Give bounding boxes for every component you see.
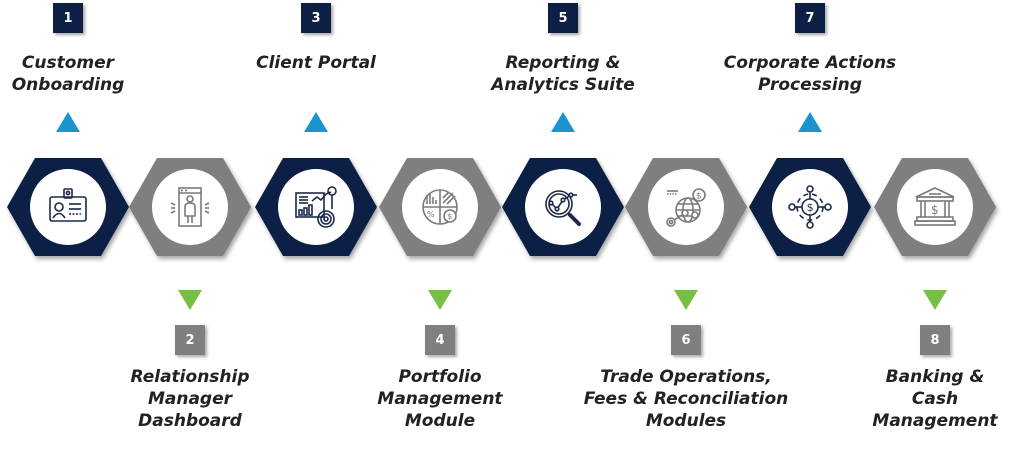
icon-circle <box>152 169 228 245</box>
globe-dollar-network-icon: $ <box>666 188 706 227</box>
step-label: Relationship Manager Dashboard <box>70 366 310 432</box>
down-arrow-icon <box>674 290 698 310</box>
step-number-badge: 1 <box>53 3 83 33</box>
step-label: Trade Operations, Fees & Reconciliation … <box>566 366 806 432</box>
step-7: 7 Corporate Actions Processing $ <box>724 0 896 457</box>
id-badge-icon <box>49 188 87 222</box>
dollar-network-people-icon: $ <box>788 185 832 229</box>
step-label-line: Trade Operations, <box>600 367 772 387</box>
svg-text:%: % <box>427 210 435 219</box>
svg-text:$: $ <box>807 201 814 214</box>
svg-text:$: $ <box>931 203 939 217</box>
up-arrow-icon <box>304 112 328 132</box>
hexagon-navy <box>502 158 624 256</box>
security-scanner-person-icon <box>170 187 210 227</box>
step-label: Corporate Actions Processing <box>690 52 930 96</box>
step-label-line: Processing <box>758 75 862 95</box>
step-number-badge: 6 <box>671 325 701 355</box>
step-label: Banking & Cash Management <box>815 366 1024 432</box>
step-1: 1 Customer Onboarding <box>7 0 129 457</box>
svg-text:$: $ <box>447 212 452 221</box>
step-label-line: Dashboard <box>138 411 242 431</box>
step-label: Client Portal <box>196 52 436 74</box>
step-label-line: Customer <box>21 53 115 73</box>
step-label-line: Manager <box>147 389 233 409</box>
step-label-line: Analytics Suite <box>491 75 635 95</box>
step-label: Customer Onboarding <box>0 52 188 96</box>
icon-circle <box>30 169 106 245</box>
step-number-badge: 2 <box>175 325 205 355</box>
step-label: Reporting & Analytics Suite <box>443 52 683 96</box>
down-arrow-icon <box>428 290 452 310</box>
icon-circle: % $ <box>402 169 478 245</box>
step-number-badge: 7 <box>795 3 825 33</box>
step-label-line: Client Portal <box>256 53 376 73</box>
step-6: $ 6 Trade Operations, Fees & Reconciliat… <box>584 0 788 457</box>
down-arrow-icon <box>923 290 947 310</box>
up-arrow-icon <box>551 112 575 132</box>
step-label-line: Relationship <box>130 367 250 387</box>
icon-circle <box>278 169 354 245</box>
step-number-badge: 3 <box>301 3 331 33</box>
icon-circle: $ <box>648 169 724 245</box>
step-2: 2 Relationship Manager Dashboard <box>129 0 251 457</box>
step-label-line: Onboarding <box>11 75 125 95</box>
step-label-line: Modules <box>645 411 727 431</box>
step-label-line: Portfolio <box>398 367 482 387</box>
step-label-line: Banking & <box>885 367 985 387</box>
hexagon-gray: $ <box>874 158 996 256</box>
svg-text:$: $ <box>696 192 702 202</box>
step-5: 5 Reporting & Analytics Suite <box>491 0 635 457</box>
step-4: % $ 4 Portfolio Management Module <box>377 0 503 457</box>
icon-circle: $ <box>772 169 848 245</box>
step-8: $ 8 Banking & Cash Management <box>872 0 998 457</box>
icon-circle: $ <box>897 169 973 245</box>
down-arrow-icon <box>178 290 202 310</box>
step-number-badge: 5 <box>548 3 578 33</box>
step-3: 3 Client Portal <box>255 0 377 457</box>
step-label-line: Reporting & <box>505 53 621 73</box>
magnifier-analytics-icon <box>545 190 581 226</box>
hexagon-navy <box>255 158 377 256</box>
portfolio-pie-icon: % $ <box>422 189 458 225</box>
up-arrow-icon <box>56 112 80 132</box>
hexagon-gray: $ <box>625 158 747 256</box>
up-arrow-icon <box>798 112 822 132</box>
icon-circle <box>525 169 601 245</box>
step-label-line: Cash <box>911 389 959 409</box>
step-label: Portfolio Management Module <box>320 366 560 432</box>
step-label-line: Fees & Reconciliation <box>583 389 789 409</box>
step-label-line: Management <box>872 411 998 431</box>
step-number-badge: 4 <box>425 325 455 355</box>
hexagon-navy <box>7 158 129 256</box>
step-label-line: Management <box>377 389 503 409</box>
hexagon-gray <box>129 158 251 256</box>
hexagon-navy: $ <box>749 158 871 256</box>
step-label-line: Module <box>404 411 476 431</box>
step-label-line: Corporate Actions <box>723 53 897 73</box>
dashboard-chart-icon <box>295 186 337 228</box>
hexagon-gray: % $ <box>379 158 501 256</box>
bank-dollar-icon: $ <box>914 187 956 226</box>
step-number-badge: 8 <box>920 325 950 355</box>
